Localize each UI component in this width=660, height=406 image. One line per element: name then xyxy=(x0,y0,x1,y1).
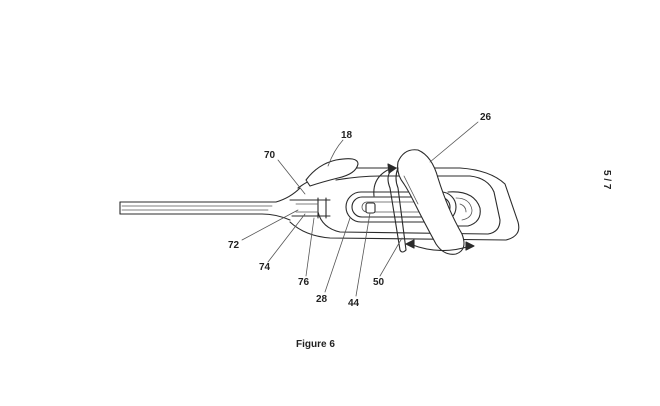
rotation-arrow-upper xyxy=(373,163,397,197)
ref-50: 50 xyxy=(373,277,385,288)
collar xyxy=(289,197,331,219)
lever-26 xyxy=(397,149,465,255)
ref-70: 70 xyxy=(264,150,276,161)
leader-lines xyxy=(241,121,479,297)
rotation-arrow-lower xyxy=(405,239,475,252)
ref-72: 72 xyxy=(228,240,240,251)
ref-44: 44 xyxy=(348,298,360,309)
figure-caption: Figure 6 xyxy=(296,339,335,350)
ref-76: 76 xyxy=(298,277,310,288)
slider-44 xyxy=(365,202,376,214)
ref-18: 18 xyxy=(341,130,353,141)
reference-numerals: 18 26 70 72 74 76 28 44 50 xyxy=(228,112,492,309)
tip-detail xyxy=(447,191,481,227)
sheet-number: 5 / 7 xyxy=(601,170,612,190)
ref-28: 28 xyxy=(316,294,328,305)
tab-18 xyxy=(305,158,359,187)
ref-74: 74 xyxy=(259,262,271,273)
shaft xyxy=(119,187,301,221)
ref-26: 26 xyxy=(480,112,492,123)
